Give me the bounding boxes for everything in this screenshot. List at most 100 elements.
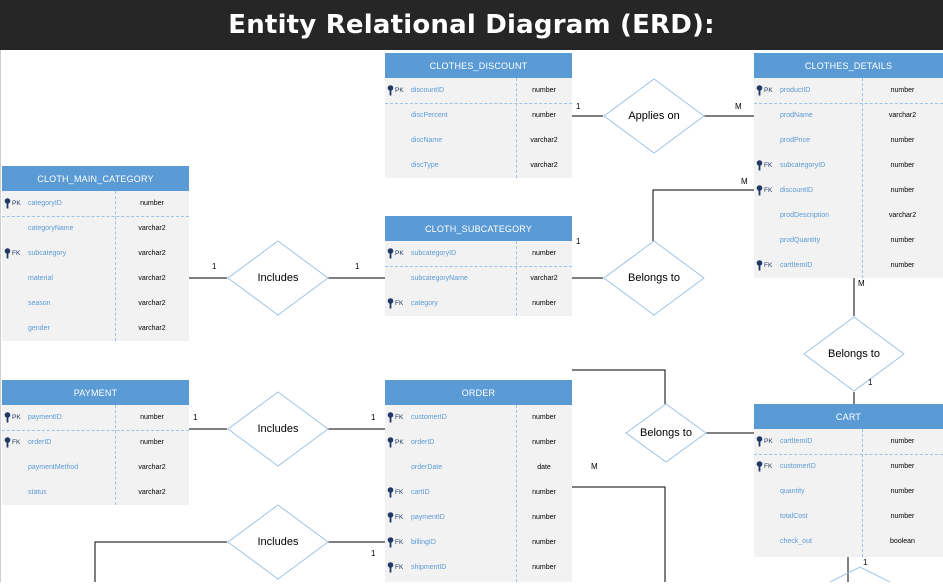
- column-separator: [862, 429, 863, 557]
- field-name: categoryID: [28, 199, 62, 207]
- field-type: number: [890, 437, 915, 445]
- entity-field-row[interactable]: material varchar2: [2, 266, 189, 290]
- column-separator: [115, 405, 116, 505]
- relationship-includes-billing[interactable]: Includes: [227, 504, 329, 580]
- primary-key-badge: PK: [756, 435, 778, 447]
- relationship-applies-on[interactable]: Applies on: [603, 78, 705, 154]
- key-separator: [754, 454, 943, 455]
- cardinality-one: 1: [371, 413, 376, 422]
- field-name: check_out: [780, 537, 812, 545]
- field-name: cartID: [411, 488, 430, 496]
- foreign-key-badge: FK: [4, 436, 26, 448]
- field-name: discType: [411, 161, 439, 169]
- diamond-shape: [603, 78, 705, 154]
- relationship-label: Belongs to: [828, 348, 880, 360]
- cardinality-many: M: [741, 177, 748, 186]
- relationship-belongs-to-order[interactable]: Belongs to: [625, 403, 707, 463]
- field-type: number: [140, 413, 164, 421]
- field-name: quantity: [780, 487, 805, 495]
- field-name: discName: [411, 136, 443, 144]
- relationship-belongs-to-sub[interactable]: Belongs to: [603, 240, 705, 316]
- field-type: number: [532, 111, 556, 119]
- cardinality-one: 1: [576, 237, 581, 246]
- cardinality-many: M: [735, 102, 742, 111]
- foreign-key-badge: FK: [387, 486, 409, 498]
- field-type: number: [532, 299, 556, 307]
- relationship-includes-category[interactable]: Includes: [227, 240, 329, 316]
- field-name: prodName: [780, 111, 813, 119]
- key-type-label: FK: [395, 488, 404, 496]
- key-icon: [387, 411, 394, 422]
- key-icon: [387, 84, 394, 95]
- field-name: material: [28, 274, 53, 282]
- key-separator: [2, 430, 189, 431]
- field-name: totalCost: [780, 512, 808, 520]
- key-icon: [4, 436, 11, 447]
- field-type: varchar2: [138, 274, 166, 282]
- field-type: number: [140, 438, 164, 446]
- primary-key-badge: PK: [4, 411, 26, 423]
- relationship-belongs-to-cart[interactable]: Belongs to: [803, 316, 905, 392]
- field-name: category: [411, 299, 438, 307]
- field-name: orderID: [411, 438, 435, 446]
- primary-key-badge: PK: [387, 247, 409, 259]
- field-name: subcategory: [28, 249, 67, 257]
- field-type: number: [532, 413, 556, 421]
- cardinality-one: 1: [193, 413, 198, 422]
- field-type: number: [890, 512, 915, 520]
- entity-field-row[interactable]: totalCost number: [754, 504, 943, 528]
- key-icon: [4, 197, 11, 208]
- relationship-label: Includes: [257, 272, 299, 284]
- page-title: Entity Relational Diagram (ERD):: [228, 10, 715, 40]
- field-type: varchar2: [138, 249, 166, 257]
- field-name: discountID: [411, 86, 445, 94]
- field-type: number: [532, 538, 556, 546]
- foreign-key-badge: FK: [756, 159, 778, 171]
- column-separator: [862, 78, 863, 278]
- relationship-includes-payment[interactable]: Includes: [227, 391, 329, 467]
- cardinality-many: M: [591, 462, 598, 471]
